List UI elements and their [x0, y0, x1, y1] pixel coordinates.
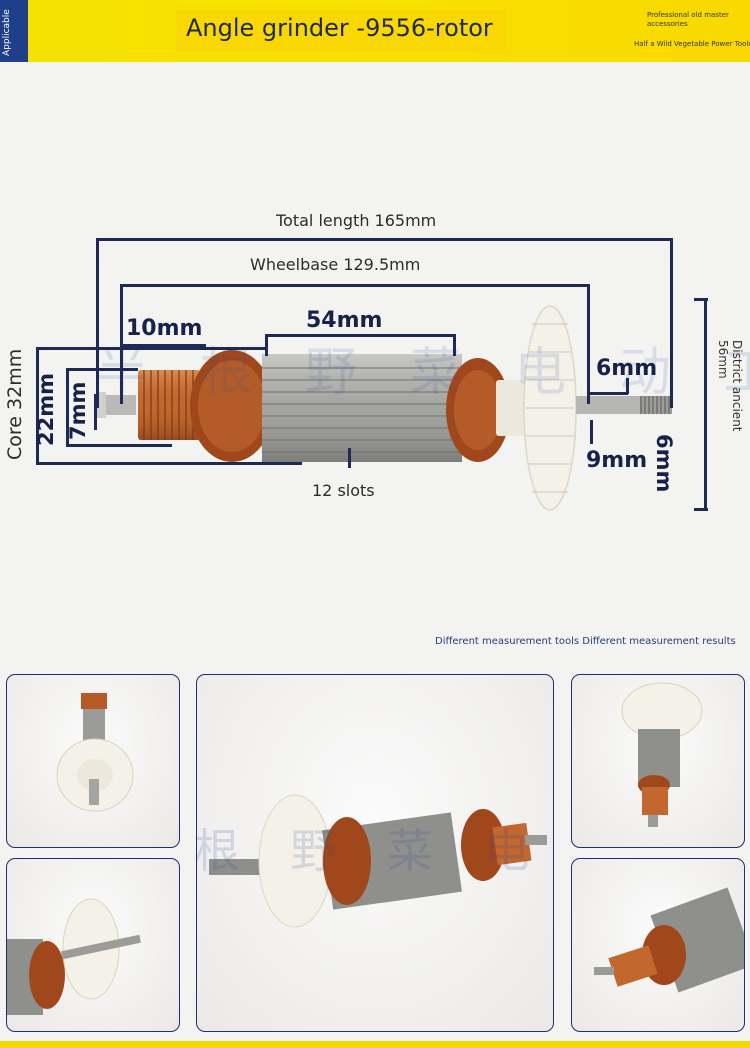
applicable-badge-label: Applicable	[2, 9, 12, 56]
header-tagline: Professional old master accessories	[647, 11, 729, 28]
rotor-photo-3	[7, 898, 141, 1015]
diagram-watermark: 半 根 野 菜 电 动 工 具	[96, 343, 750, 403]
commutator-diameter-line	[66, 368, 69, 446]
photo-bottom-right	[571, 858, 745, 1032]
total-length-line	[96, 238, 673, 241]
cooling-fan	[496, 305, 577, 511]
commutator-diameter-label: 22mm	[34, 373, 58, 446]
thread-label: 9mm	[586, 448, 648, 473]
commutator-length-line	[120, 344, 206, 347]
right-shaft-diameter-label: 6mm	[652, 434, 676, 493]
title-box	[176, 10, 506, 52]
left-shaft-diameter-line	[94, 394, 97, 430]
wheelbase-line	[120, 284, 590, 287]
commutator-length-label: 10mm	[126, 316, 203, 341]
photo-watermark: 半 根 野 菜 电 动 工 具	[196, 824, 553, 878]
wheelbase-label: Wheelbase 129.5mm	[246, 255, 425, 274]
fan-diameter-label: District ancient 56mm	[716, 340, 744, 432]
rotor-illustration	[96, 305, 672, 511]
rotor-photo-1	[56, 693, 134, 812]
core-diameter-label: Core 32mm	[4, 348, 26, 460]
thread-line	[590, 420, 593, 444]
core-diameter-line	[36, 347, 39, 465]
photo-bottom-left	[6, 858, 180, 1032]
header-brand: Half a Wild Vegetable Power Tools	[634, 40, 750, 48]
dimension-diagram: 半 根 野 菜 电 动 工 具 Total length 165mm Wheel…	[0, 62, 750, 662]
slots-pointer	[348, 448, 351, 468]
total-length-label: Total length 165mm	[270, 211, 443, 230]
rotor-photo-2	[621, 682, 703, 827]
right-shaft-length-line	[590, 392, 628, 395]
measurement-note: Different measurement tools Different me…	[435, 636, 736, 647]
left-shaft	[98, 395, 136, 415]
page-title: Angle grinder -9556-rotor	[186, 14, 493, 42]
left-shaft-tip	[96, 392, 106, 418]
fan-diameter-line	[704, 298, 707, 510]
slots-label: 12 slots	[312, 481, 375, 500]
applicable-badge: Applicable	[0, 0, 28, 62]
stack-length-line	[265, 334, 455, 337]
rotor-photo-main	[209, 794, 547, 928]
left-shaft-diameter-label: 7mm	[66, 381, 90, 440]
photo-top-right	[571, 674, 745, 848]
right-shaft-length-label: 6mm	[596, 356, 658, 381]
photo-center: 半 根 野 菜 电 动 工 具	[196, 674, 554, 1032]
armature-core	[262, 354, 462, 462]
stack-length-label: 54mm	[306, 308, 383, 333]
footer-bar	[0, 1041, 750, 1048]
rotor-photo-4	[594, 887, 744, 993]
photo-top-left	[6, 674, 180, 848]
commutator	[138, 370, 200, 440]
